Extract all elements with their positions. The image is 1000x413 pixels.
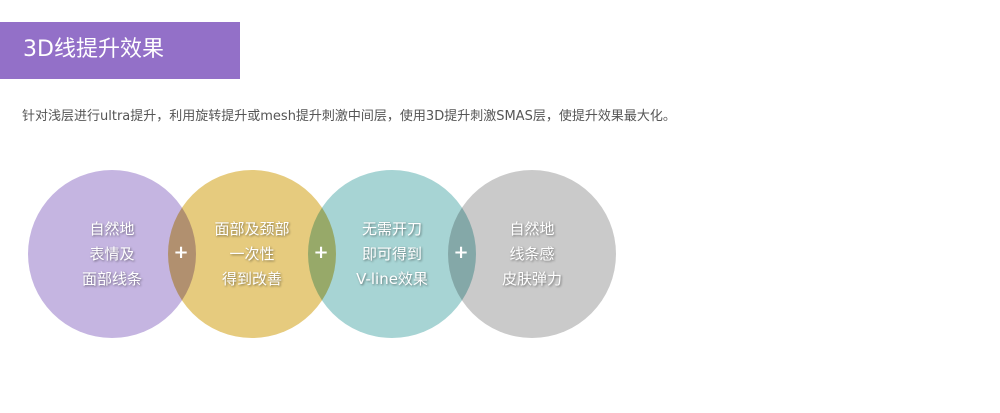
benefit-line: 自然地 xyxy=(89,219,135,238)
benefit-line: 面部线条 xyxy=(81,269,142,288)
benefit-line: V-line效果 xyxy=(356,269,428,288)
benefit-line: 表情及 xyxy=(89,244,135,263)
plus-icon: + xyxy=(453,242,469,263)
description-text: 针对浅层进行ultra提升，利用旋转提升或mesh提升刺激中间层，使用3D提升刺… xyxy=(22,109,676,124)
benefit-label-1: 自然地 表情及 面部线条 xyxy=(28,170,196,338)
benefit-line: 即可得到 xyxy=(361,244,422,263)
section-title: 3D线提升效果 xyxy=(23,37,164,62)
benefit-line: 一次性 xyxy=(229,244,275,263)
benefit-line: 皮肤弹力 xyxy=(501,269,562,288)
benefit-label-3: 无需开刀 即可得到 V-line效果 xyxy=(308,170,476,338)
benefit-label-2: 面部及颈部 一次性 得到改善 xyxy=(168,170,336,338)
benefit-line: 面部及颈部 xyxy=(214,219,290,238)
benefit-circle-elasticity xyxy=(448,170,616,338)
benefit-label-4: 自然地 线条感 皮肤弹力 xyxy=(448,170,616,338)
section-title-bar: 3D线提升效果 xyxy=(0,22,240,79)
plus-icon: + xyxy=(173,242,189,263)
benefit-line: 无需开刀 xyxy=(361,219,422,238)
benefit-line: 线条感 xyxy=(509,244,555,263)
benefit-line: 自然地 xyxy=(509,219,555,238)
plus-icon: + xyxy=(313,242,329,263)
benefit-line: 得到改善 xyxy=(221,269,282,288)
